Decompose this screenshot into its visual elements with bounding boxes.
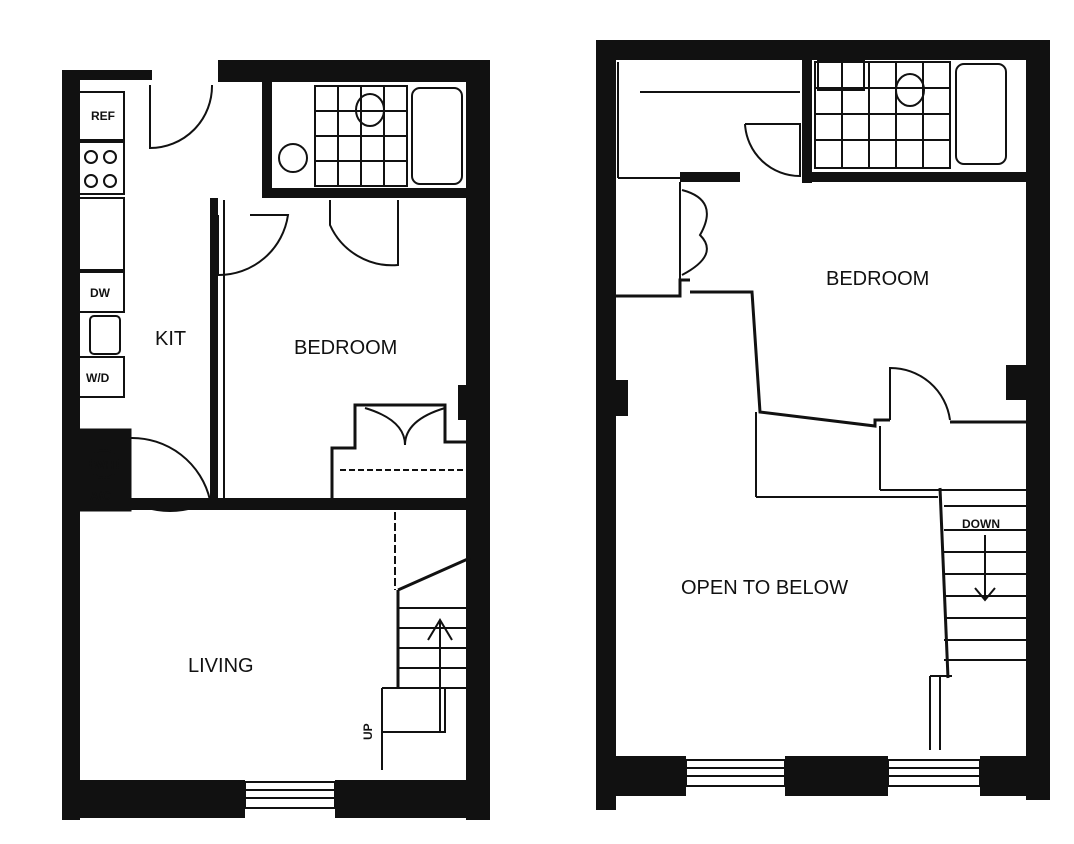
wall: [466, 60, 490, 820]
wall: [596, 50, 616, 810]
room-label-kitchen: KIT: [155, 328, 186, 350]
wall: [616, 278, 1028, 428]
room-label-bedroom: BEDROOM: [826, 268, 929, 290]
ac-label: A/C: [90, 489, 111, 503]
water-heater: [89, 449, 119, 479]
room-label-bedroom: BEDROOM: [294, 337, 397, 359]
door[interactable]: [744, 123, 801, 178]
wall: [62, 70, 152, 80]
wall: [596, 40, 1048, 60]
wall: [262, 188, 468, 198]
range: [77, 141, 125, 195]
wall: [458, 385, 470, 420]
door[interactable]: [217, 214, 290, 277]
kitchen-sink-icon: [89, 315, 121, 355]
sink-icon: [278, 143, 308, 173]
window: [685, 759, 786, 787]
stair-down-label: DOWN: [962, 517, 1000, 531]
counter: [77, 197, 125, 271]
wall: [210, 198, 218, 508]
window: [887, 759, 981, 787]
bathroom-tile-floor: [314, 85, 408, 187]
wd-label: W/D: [86, 371, 110, 385]
utility-closet: [78, 428, 132, 512]
bathtub-icon: [955, 63, 1007, 165]
wall: [80, 498, 470, 510]
ref-label: REF: [91, 109, 115, 123]
bifold-door[interactable]: [681, 189, 708, 276]
door[interactable]: [329, 200, 399, 267]
stair-up-label: UP: [361, 723, 375, 740]
wall: [616, 380, 628, 416]
wall: [62, 74, 80, 820]
sink-icon: [817, 59, 865, 91]
room-label-living: LIVING: [188, 655, 254, 677]
wall: [785, 756, 888, 796]
wall: [802, 58, 812, 183]
wall: [262, 82, 272, 197]
lower-floor-plan: REF DW W/D WH A/C UP KIT BEDROOM LIVIN: [62, 60, 490, 820]
wall: [980, 756, 1028, 796]
refrigerator: [77, 91, 125, 141]
bathroom-tile-floor: [814, 61, 951, 169]
door[interactable]: [889, 366, 951, 421]
dishwasher: [77, 271, 125, 313]
dw-label: DW: [90, 286, 111, 300]
wh-label: WH: [94, 458, 114, 472]
wall: [1026, 40, 1050, 800]
wall: [1006, 365, 1026, 400]
toilet-icon: [895, 73, 925, 107]
toilet-icon: [355, 93, 385, 127]
wall: [218, 60, 490, 82]
bifold-door[interactable]: [364, 407, 446, 446]
wall: [616, 756, 686, 796]
window: [244, 781, 336, 809]
stairs-up: [381, 512, 471, 770]
door[interactable]: [149, 84, 214, 150]
bathtub-icon: [411, 87, 463, 185]
room-label-open-to-below: OPEN TO BELOW: [681, 577, 848, 599]
wall: [335, 780, 490, 818]
upper-floor-plan: DOWN BEDROOM OPEN TO BELOW: [596, 40, 1050, 810]
closet: [330, 403, 470, 505]
wall: [802, 172, 1028, 182]
washer-dryer: [77, 356, 125, 398]
wall: [80, 780, 245, 818]
wall: [680, 172, 740, 182]
stairs-down: [929, 487, 1026, 750]
